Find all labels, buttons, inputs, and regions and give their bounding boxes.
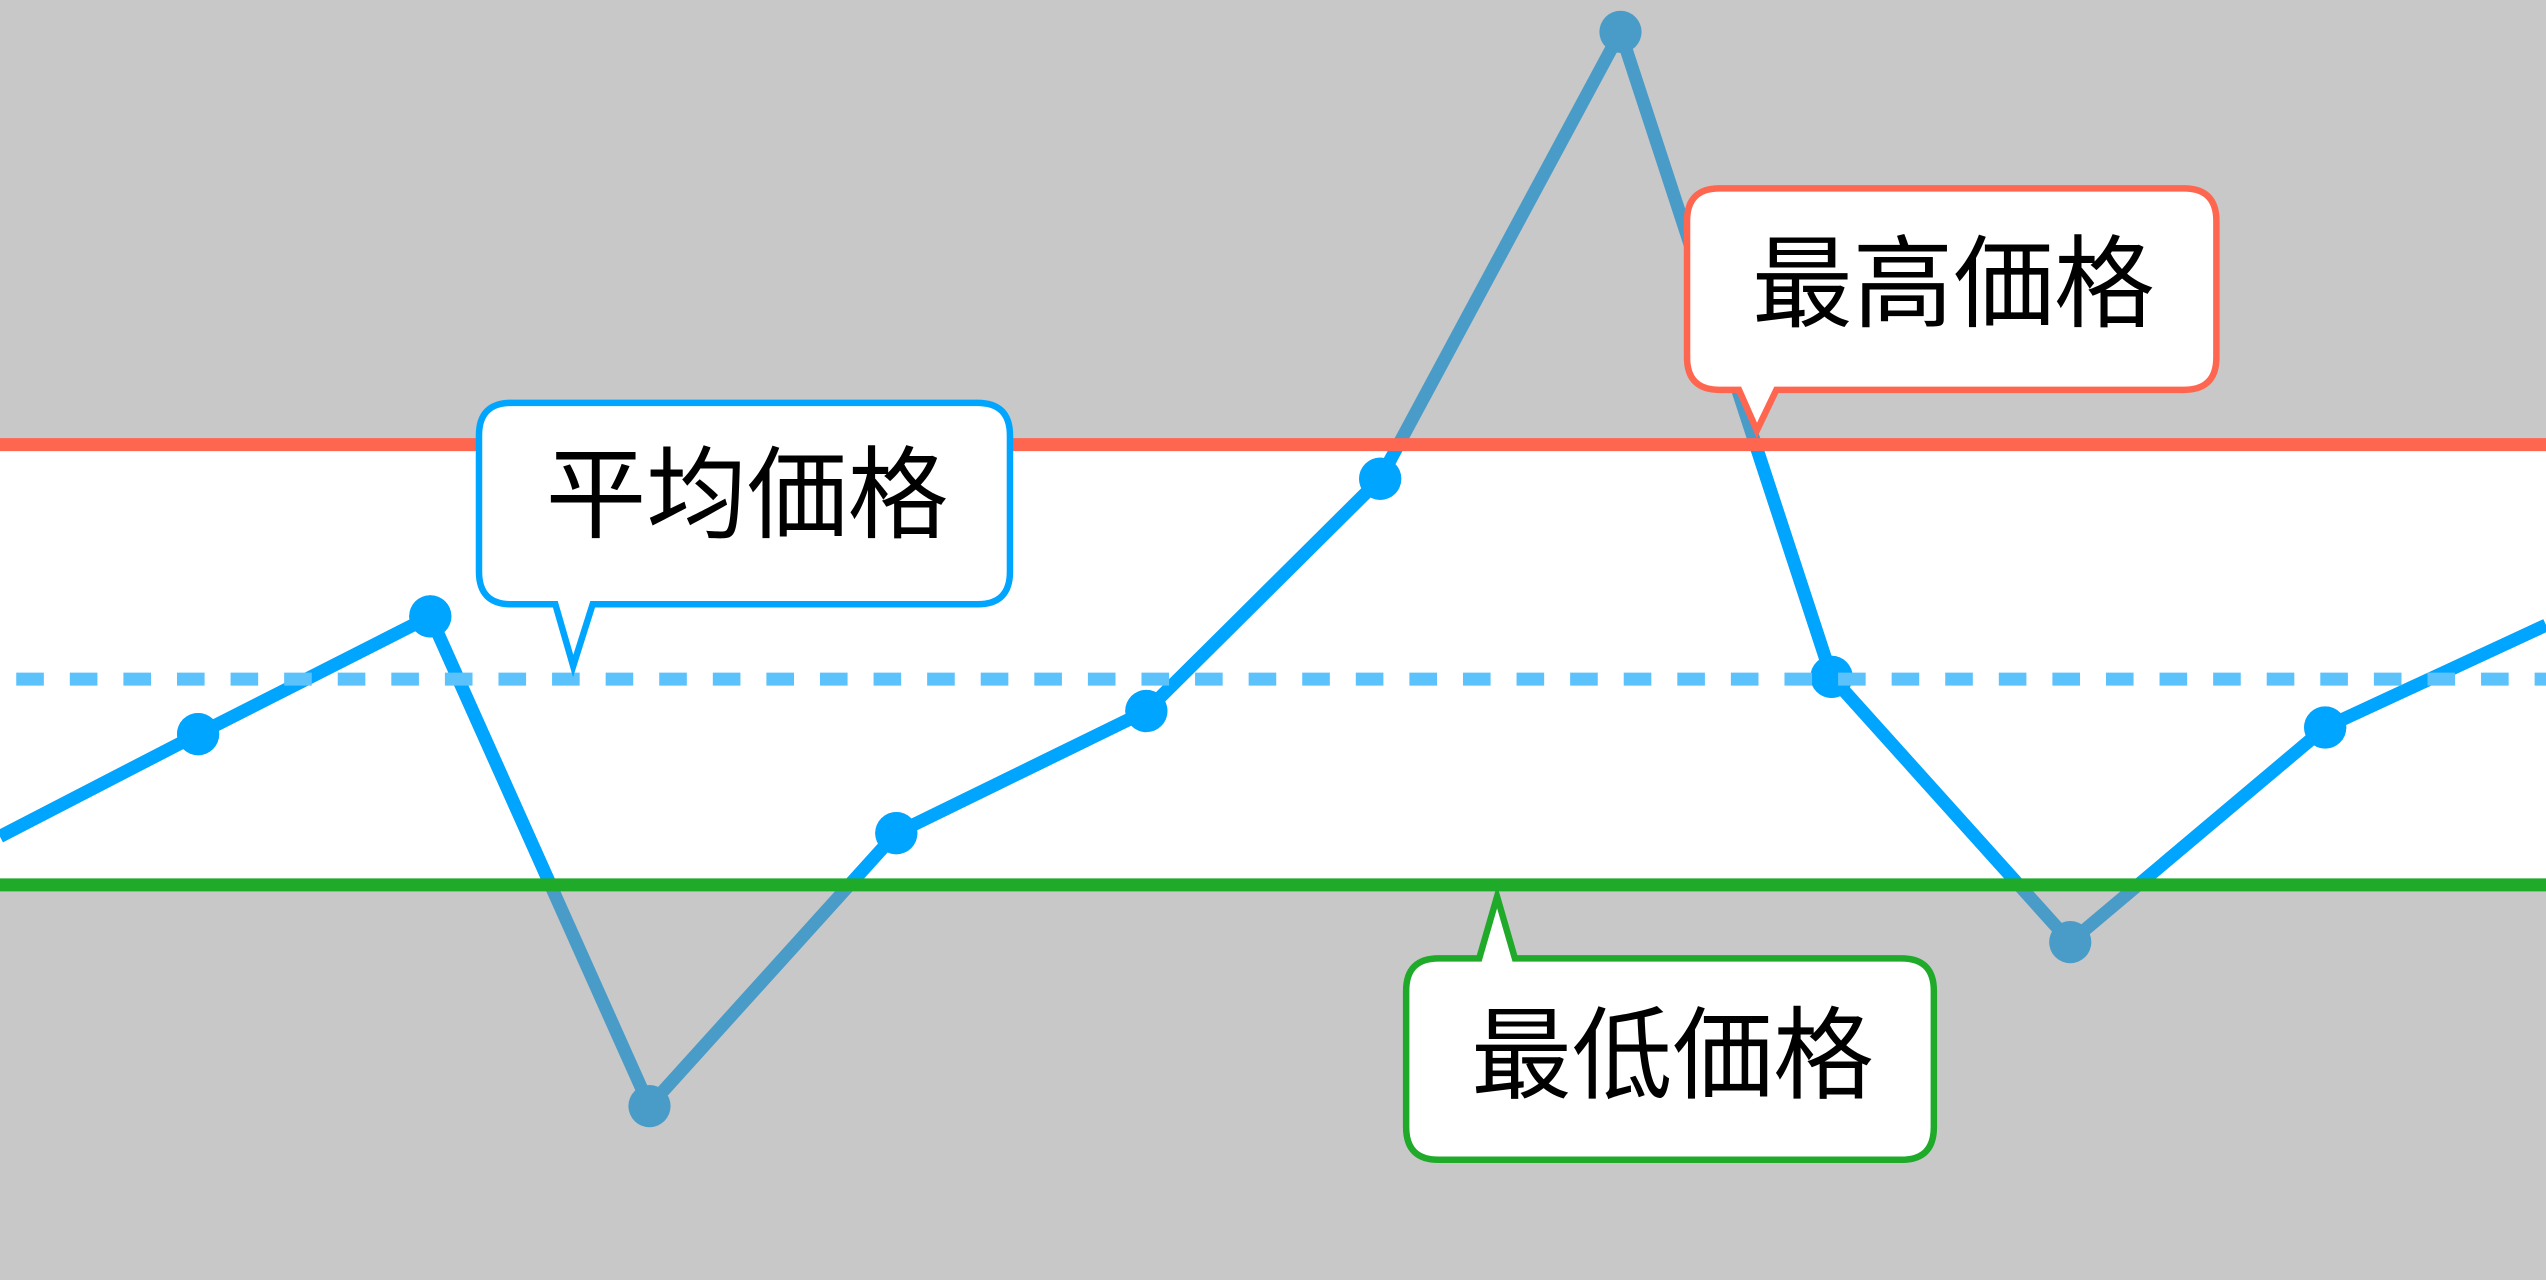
- series-line: [0, 444, 2546, 885]
- data-point: [2304, 706, 2347, 749]
- min-price-label: 最低価格: [1471, 997, 1874, 1114]
- data-point: [409, 595, 452, 638]
- max-price-label: 最高価格: [1752, 226, 2155, 343]
- max-callout-box: [1683, 185, 2220, 439]
- data-point: [1599, 10, 1642, 54]
- avg-callout-box: [475, 399, 1014, 678]
- avg-price-label: 平均価格: [546, 437, 949, 554]
- series-inside-band: [0, 444, 2546, 885]
- max-price-callout: 最高価格: [1683, 185, 2220, 439]
- data-point: [176, 712, 220, 756]
- min-price-callout: 最低価格: [1402, 884, 1938, 1164]
- data-point: [628, 1084, 671, 1128]
- data-point: [1125, 689, 1168, 733]
- avg-price-callout: 平均価格: [475, 399, 1014, 678]
- band-max-to-min: [0, 444, 2546, 885]
- data-point: [2049, 920, 2092, 964]
- data-point: [1359, 457, 1402, 500]
- data-point: [875, 812, 918, 855]
- min-callout-box: [1402, 884, 1938, 1164]
- data-point: [1810, 655, 1853, 698]
